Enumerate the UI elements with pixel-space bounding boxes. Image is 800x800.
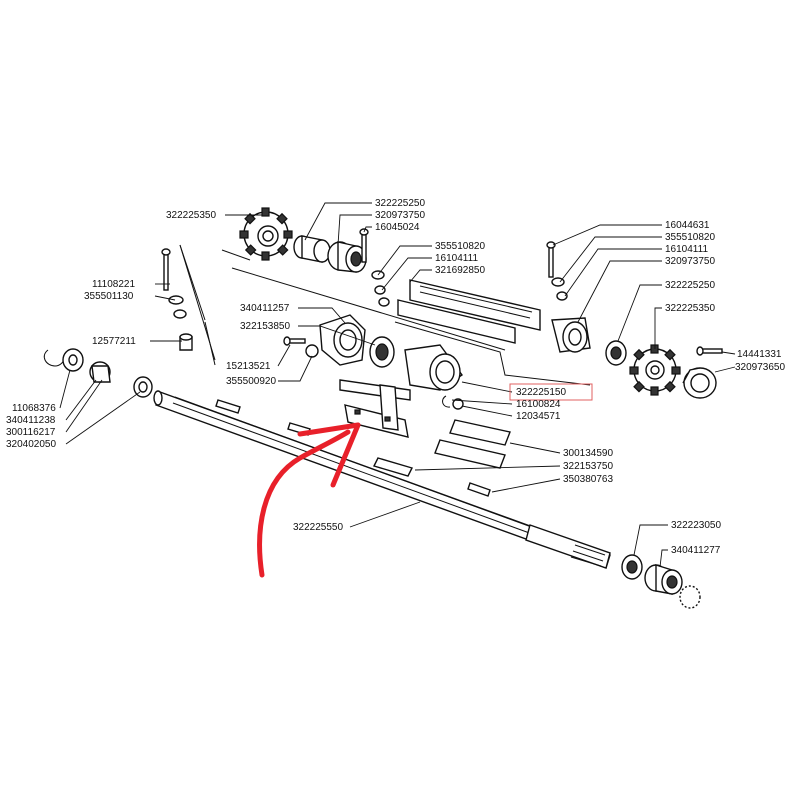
label-322225350: 322225350 bbox=[166, 210, 216, 221]
label-15213521: 15213521 bbox=[226, 361, 271, 372]
right-bolt-washers bbox=[546, 241, 568, 301]
red-annotation-arrow bbox=[257, 422, 361, 578]
top-bearing-set bbox=[293, 235, 367, 273]
label-355500920: 355500920 bbox=[226, 376, 276, 387]
label-16045024: 16045024 bbox=[375, 222, 420, 233]
right-bearing-housing bbox=[551, 317, 591, 353]
center-bearing-housing bbox=[319, 314, 463, 391]
label-14441331: 14441331 bbox=[737, 349, 782, 360]
bottom-right-bearings bbox=[621, 554, 701, 609]
label-320973650: 320973650 bbox=[735, 362, 785, 373]
scraper-plate bbox=[434, 419, 511, 469]
label-322225150: 322225150 bbox=[516, 387, 566, 398]
label-322153850: 322153850 bbox=[240, 321, 290, 332]
label-320973750-top: 320973750 bbox=[375, 210, 425, 221]
circlip-nut bbox=[442, 395, 464, 410]
label-350380763: 350380763 bbox=[563, 474, 613, 485]
label-320973750-right: 320973750 bbox=[665, 256, 715, 267]
label-340411238: 340411238 bbox=[6, 415, 56, 426]
left-bolt-washers bbox=[161, 248, 193, 351]
assembly-frame-lines bbox=[179, 244, 591, 386]
label-16100824: 16100824 bbox=[516, 399, 561, 410]
label-340411257: 340411257 bbox=[240, 303, 290, 314]
label-355510820-right: 355510820 bbox=[665, 232, 715, 243]
label-16104111-right: 16104111 bbox=[665, 244, 708, 255]
label-322225350-right: 322225350 bbox=[665, 303, 715, 314]
left-end-parts bbox=[43, 348, 153, 398]
bracket-assembly bbox=[339, 379, 411, 438]
label-12577211: 12577211 bbox=[92, 336, 136, 347]
label-320402050: 320402050 bbox=[6, 439, 56, 450]
label-355501130: 355501130 bbox=[84, 291, 134, 302]
label-16104111-mid: 16104111 bbox=[435, 253, 478, 264]
small-bolt-washer bbox=[283, 336, 319, 358]
label-300116217: 300116217 bbox=[6, 427, 56, 438]
main-shaft bbox=[153, 390, 611, 569]
label-11068376: 11068376 bbox=[12, 403, 56, 414]
label-300134590: 300134590 bbox=[563, 448, 613, 459]
label-11108221: 11108221 bbox=[92, 279, 135, 290]
label-355510820-mid: 355510820 bbox=[435, 241, 485, 252]
label-322223050: 322223050 bbox=[671, 520, 721, 531]
label-12034571: 12034571 bbox=[516, 411, 561, 422]
part-labels: 322225350 322225250 320973750 16045024 3… bbox=[6, 198, 785, 556]
label-322225250-top: 322225250 bbox=[375, 198, 425, 209]
guide-plate bbox=[397, 279, 541, 344]
label-321692850: 321692850 bbox=[435, 265, 485, 276]
sprocket-right bbox=[629, 344, 681, 396]
top-bolt-washers bbox=[359, 228, 390, 307]
label-16044631: 16044631 bbox=[665, 220, 710, 231]
label-322153750: 322153750 bbox=[563, 461, 613, 472]
leader-lines bbox=[59, 202, 736, 568]
label-322225250-right: 322225250 bbox=[665, 280, 715, 291]
right-bearing bbox=[605, 340, 627, 366]
label-322225550: 322225550 bbox=[293, 522, 343, 533]
far-right-parts bbox=[682, 346, 723, 399]
label-340411277: 340411277 bbox=[671, 545, 721, 556]
sprocket-top-left bbox=[239, 207, 293, 261]
highlight-box bbox=[509, 383, 593, 401]
